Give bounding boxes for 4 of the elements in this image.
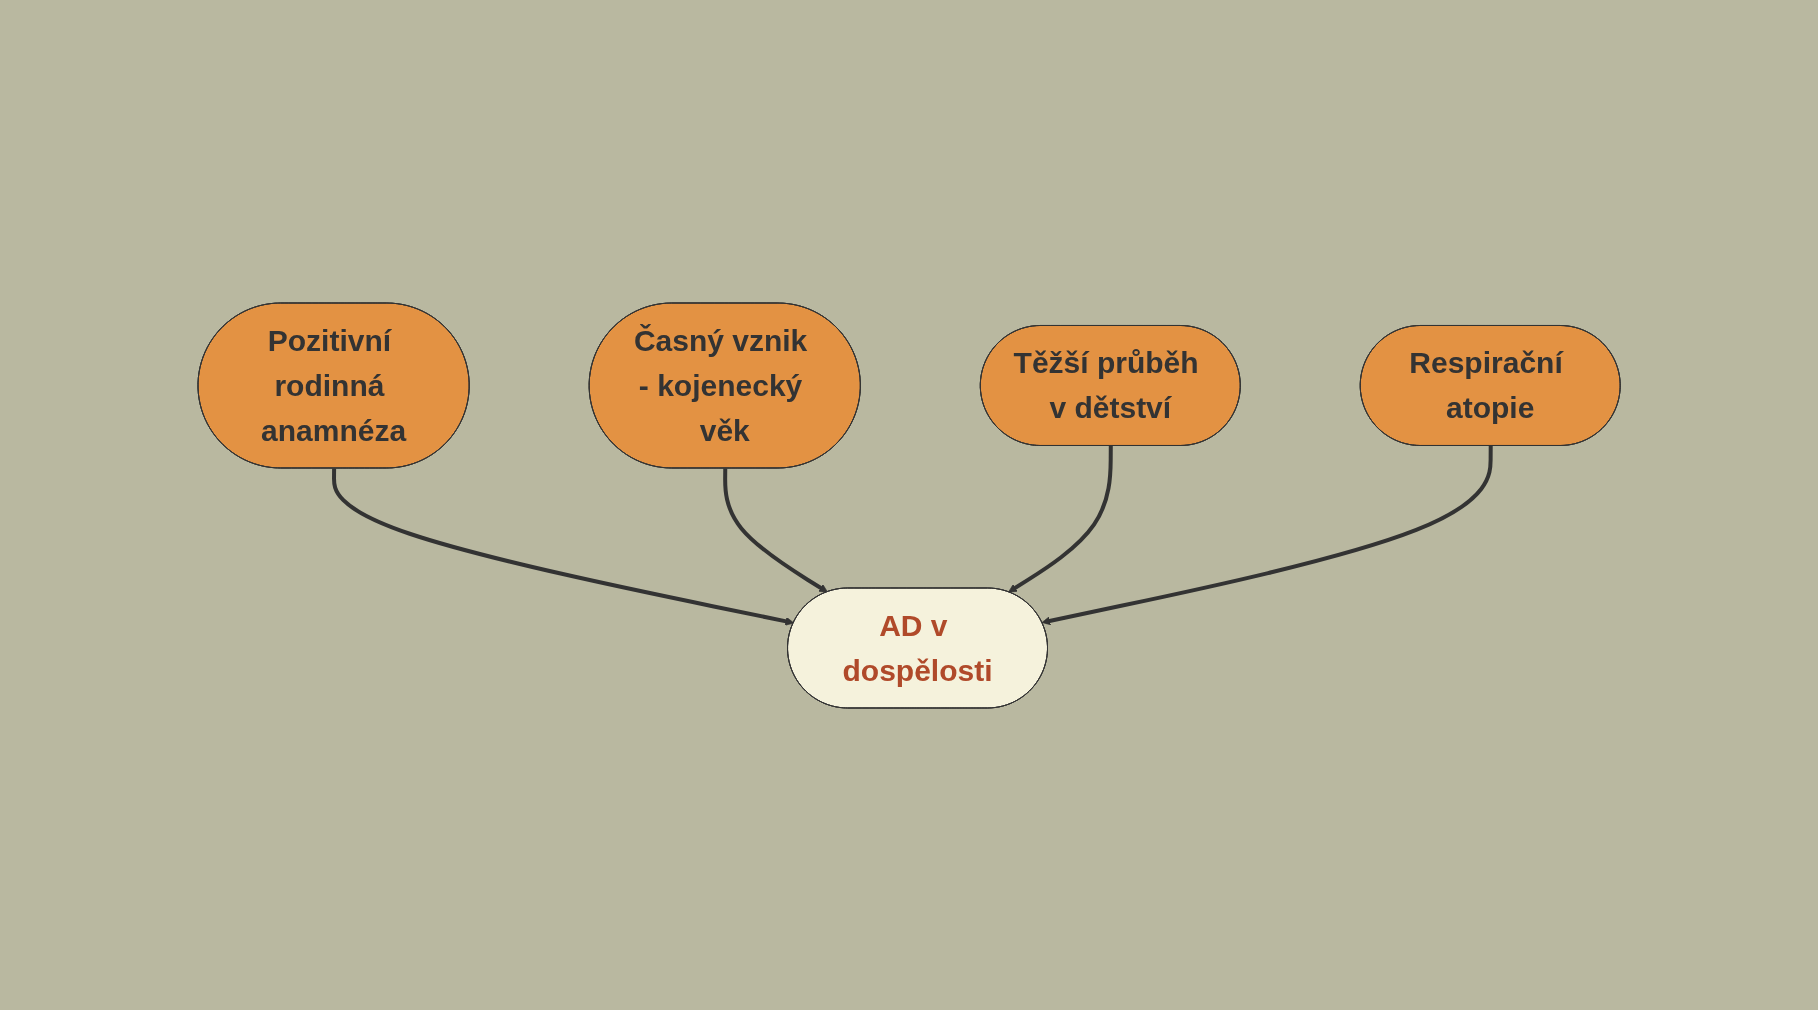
arrow <box>723 467 828 593</box>
arrow <box>331 467 795 626</box>
arrow <box>1041 445 1493 625</box>
arrow <box>1008 445 1113 593</box>
